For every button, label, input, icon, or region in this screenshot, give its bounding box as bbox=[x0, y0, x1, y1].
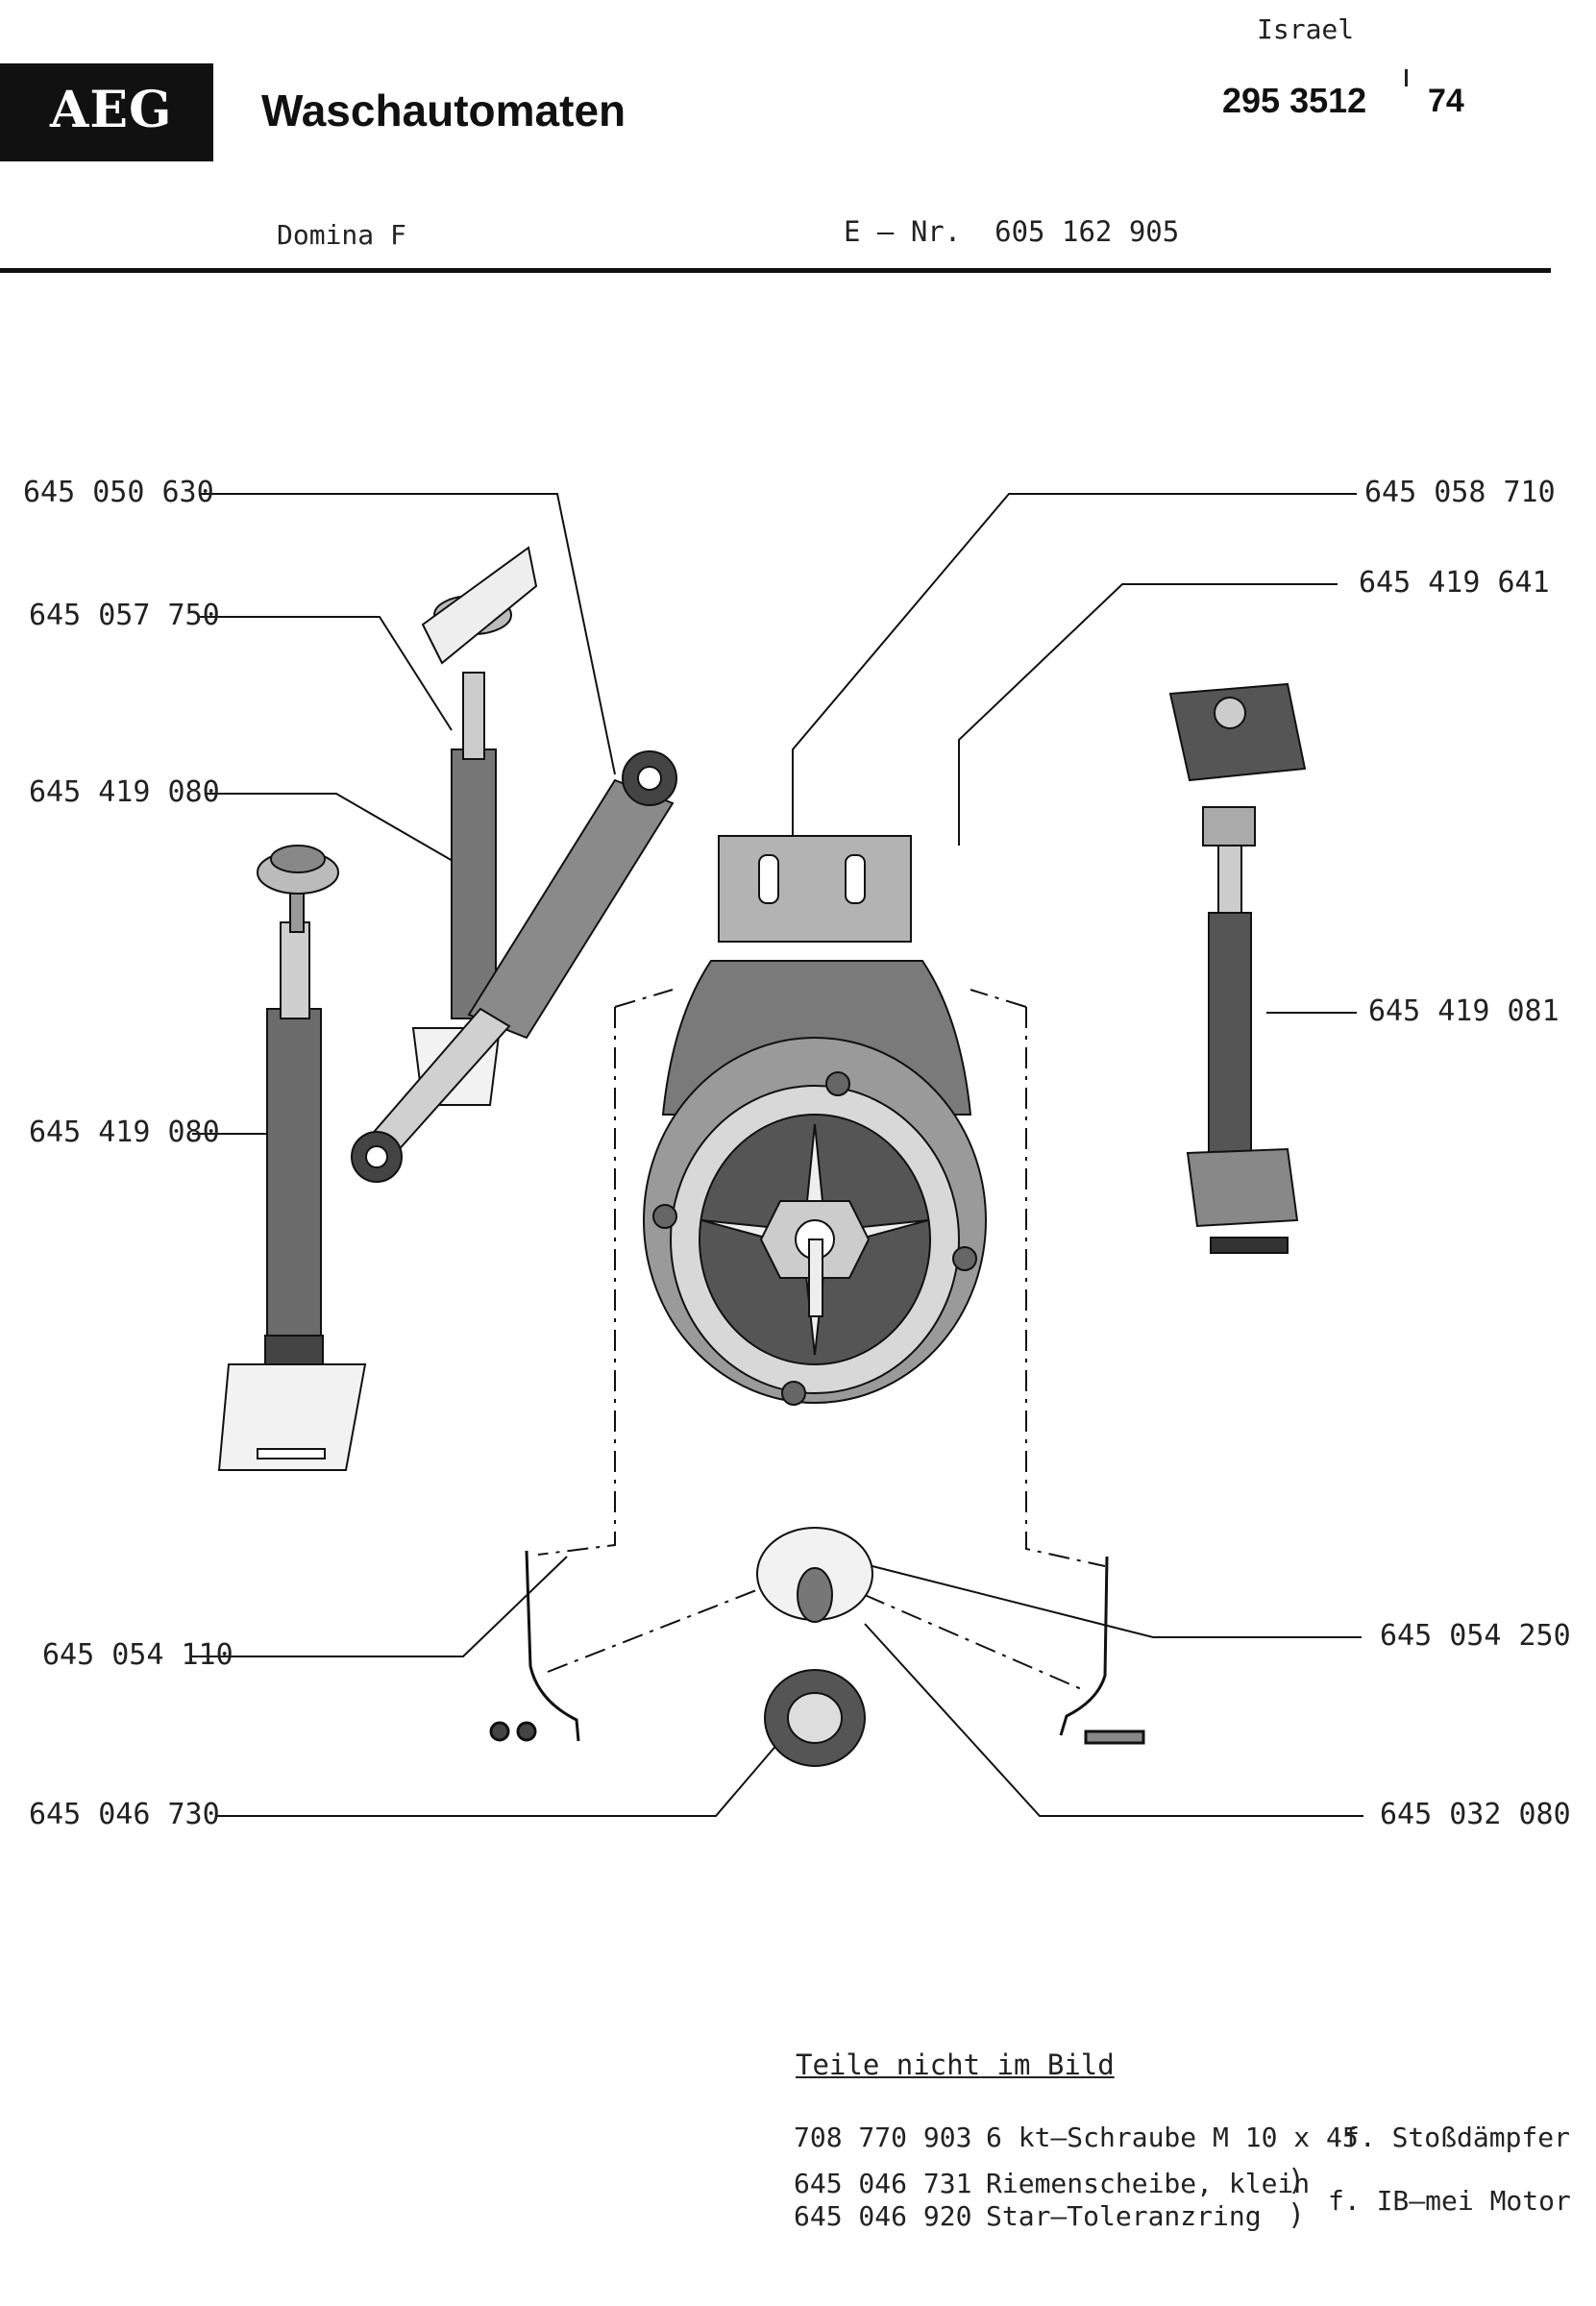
part-label: 645 054 250 bbox=[1380, 1619, 1571, 1653]
note-description: 6 kt–Schraube M 10 x 45 bbox=[986, 2122, 1359, 2153]
pulley bbox=[764, 1669, 866, 1767]
brand-logo-text: AEG bbox=[50, 81, 173, 139]
part-label: 645 054 110 bbox=[42, 1638, 233, 1672]
note-part-number: 645 046 731 bbox=[794, 2168, 972, 2199]
note-description: Riemenscheibe, klein bbox=[986, 2168, 1311, 2199]
brace-glyph: ) bbox=[1288, 2164, 1306, 2197]
assembly-line-right-top bbox=[970, 989, 1027, 1008]
part-label: 645 058 710 bbox=[1364, 476, 1556, 509]
part-label: 645 419 080 bbox=[29, 775, 220, 809]
region-label: Israel bbox=[1257, 13, 1355, 45]
part-label: 645 032 080 bbox=[1380, 1798, 1571, 1831]
leader-line-p3 bbox=[206, 793, 460, 866]
bracket-right bbox=[1059, 1556, 1145, 1745]
header-rule bbox=[0, 268, 1551, 273]
left-shock-absorber bbox=[217, 845, 367, 1471]
notes-heading: Teile nicht im Bild bbox=[796, 2048, 1115, 2081]
leader-line-p1 bbox=[200, 493, 616, 775]
e-number-label: E – Nr. bbox=[844, 215, 962, 248]
motor bbox=[643, 835, 987, 1406]
leader-line-p10 bbox=[864, 1563, 1362, 1638]
document-number: 295 3512 bbox=[1222, 81, 1367, 120]
leader-line-p8 bbox=[958, 583, 1338, 846]
leader-line-p2 bbox=[200, 616, 453, 731]
model-name: Domina F bbox=[277, 219, 406, 251]
document-separator bbox=[1405, 69, 1408, 86]
part-label: 645 046 730 bbox=[29, 1798, 220, 1831]
bracket-left bbox=[489, 1550, 580, 1742]
brace-glyph: ) bbox=[1288, 2198, 1306, 2232]
part-label: 645 057 750 bbox=[29, 599, 220, 632]
tolerance-ring bbox=[756, 1527, 873, 1623]
leader-line-p6 bbox=[217, 1729, 791, 1817]
note-usage: f. IB–mei Motor bbox=[1328, 2185, 1571, 2217]
part-label: 645 419 080 bbox=[29, 1116, 220, 1149]
note-usage: f. Stoßdämpfer bbox=[1343, 2122, 1571, 2153]
assembly-line-left bbox=[537, 1007, 616, 1556]
assembly-line-right bbox=[1025, 1007, 1106, 1567]
part-label: 645 419 641 bbox=[1359, 566, 1550, 600]
note-part-number: 708 770 903 bbox=[794, 2122, 972, 2153]
right-shock-absorber bbox=[1168, 682, 1307, 1254]
leader-line-p11 bbox=[864, 1623, 1363, 1817]
e-number-value: 605 162 905 bbox=[994, 215, 1180, 248]
note-part-number: 645 046 920 bbox=[794, 2200, 972, 2232]
diagonal-shock-absorber bbox=[351, 750, 677, 1183]
document-year: 74 bbox=[1428, 83, 1464, 119]
part-label: 645 419 081 bbox=[1368, 994, 1559, 1028]
page-title: Waschautomaten bbox=[261, 86, 626, 135]
assembly-line-left-top bbox=[614, 989, 674, 1008]
leader-line-p7 bbox=[792, 493, 1357, 846]
part-label: 645 050 630 bbox=[23, 476, 214, 509]
note-description: Star–Toleranzring bbox=[986, 2200, 1262, 2232]
aeg-logo bbox=[0, 63, 213, 161]
leader-line-p5 bbox=[192, 1556, 568, 1657]
e-number: E – Nr. 605 162 905 bbox=[844, 215, 1179, 248]
